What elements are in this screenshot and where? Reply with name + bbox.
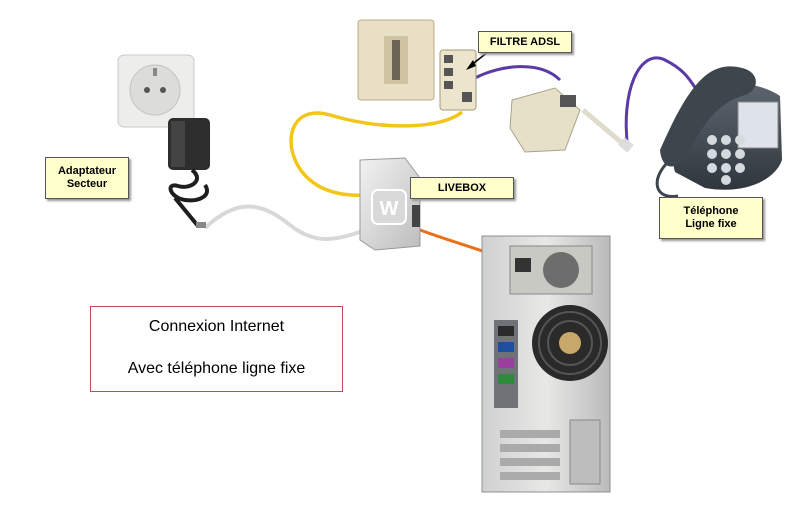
livebox-label-text: LIVEBOX bbox=[437, 181, 487, 194]
caption-line2: Avec téléphone ligne fixe bbox=[127, 360, 306, 377]
phone-label: Téléphone Ligne fixe bbox=[659, 197, 763, 239]
yellow-dsl-cable bbox=[289, 110, 464, 197]
purple-phone-cable bbox=[624, 56, 700, 151]
filter-pointer-arrowhead bbox=[466, 60, 476, 70]
filter-label: FILTRE ADSL bbox=[478, 31, 572, 53]
phone-label-line2: Ligne fixe bbox=[685, 218, 737, 230]
white-power-cable bbox=[203, 204, 361, 241]
livebox-label: LIVEBOX bbox=[410, 177, 514, 199]
diagram-caption: Connexion Internet Avec téléphone ligne … bbox=[90, 306, 343, 392]
landline-telephone bbox=[655, 66, 782, 198]
adsl-filter bbox=[439, 49, 477, 111]
livebox-router: W bbox=[359, 157, 421, 251]
adapter-label: Adaptateur Secteur bbox=[45, 157, 129, 199]
pc-tower bbox=[481, 235, 611, 493]
telephone-wall-socket bbox=[357, 19, 435, 101]
adapter-label-line1: Adaptateur bbox=[57, 165, 117, 177]
svg-text:W: W bbox=[380, 198, 399, 220]
phone-label-line1: Téléphone bbox=[683, 205, 739, 217]
power-adapter bbox=[168, 118, 210, 228]
keypad bbox=[707, 135, 745, 185]
caption-line1: Connexion Internet bbox=[148, 318, 285, 335]
adapter-label-line2: Secteur bbox=[66, 178, 108, 190]
filter-label-text: FILTRE ADSL bbox=[489, 35, 561, 48]
wall-power-socket bbox=[117, 54, 195, 128]
purple-filter-cable bbox=[474, 65, 562, 82]
phone-splitter bbox=[509, 87, 634, 153]
